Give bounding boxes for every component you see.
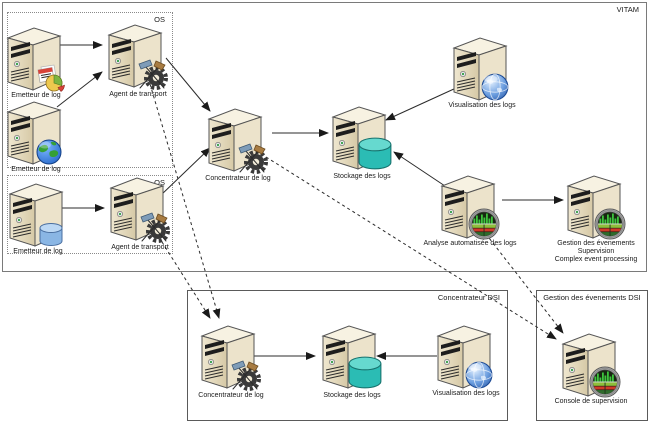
server-with-documents-pie-chart-icon xyxy=(7,27,65,92)
node-emetteur-log-3[interactable]: Emetteur de log xyxy=(0,182,103,256)
server-with-tools-icon xyxy=(208,108,268,174)
server-with-monitoring-gauge-icon xyxy=(441,175,502,240)
server-with-globe-earth-icon xyxy=(7,101,62,165)
node-emetteur-log-2[interactable]: Emetteur de log xyxy=(0,100,101,174)
monitoring-gauge-icon xyxy=(595,209,625,239)
node-console-supervision[interactable]: Console de supervision xyxy=(526,332,650,406)
server-with-monitoring-gauge-icon xyxy=(562,333,623,398)
server-with-tools-icon xyxy=(108,24,168,90)
node-agent-transport-2[interactable]: Agent de transport xyxy=(75,176,205,252)
os-box-label-1: OS xyxy=(152,15,167,24)
node-label: Console de supervision xyxy=(554,398,628,405)
server-with-monitoring-gauge-icon xyxy=(567,175,628,240)
server-with-web-globe-icon xyxy=(437,325,493,389)
node-label: Emetteur de log xyxy=(11,166,61,173)
node-concentrateur-log-dsi[interactable]: Concentrateur de log xyxy=(166,324,296,400)
node-label: Agent de transport xyxy=(111,244,169,251)
globe-earth-icon xyxy=(36,139,62,165)
server-with-storage-icon xyxy=(322,325,382,389)
node-stockage-logs[interactable]: Stockage des logs xyxy=(297,105,427,181)
node-stockage-logs-dsi[interactable]: Stockage des logs xyxy=(287,324,417,400)
node-analyse-logs[interactable]: Analyse automatisée des logs xyxy=(405,174,535,248)
node-label: Emetteur de log xyxy=(13,248,63,255)
storage-cylinder-icon xyxy=(348,356,382,389)
node-label: Visualisation des logs xyxy=(448,102,516,109)
node-label-line3: Complex event processing xyxy=(554,256,638,263)
node-label: Emetteur de log xyxy=(11,92,61,99)
node-label: Concentrateur de log xyxy=(205,175,271,182)
server-with-tools-icon xyxy=(110,177,170,243)
node-visualisation-logs[interactable]: Visualisation des logs xyxy=(417,36,547,110)
storage-cylinder-icon xyxy=(358,137,392,170)
documents-pie-chart-icon xyxy=(37,64,65,92)
vitam-box-label: VITAM xyxy=(614,5,641,14)
node-label: Stockage des logs xyxy=(333,173,391,180)
node-agent-transport-1[interactable]: Agent de transport xyxy=(73,23,203,99)
node-label: Gestion des évenements xyxy=(557,240,635,247)
node-label: Agent de transport xyxy=(109,91,167,98)
server-with-database-icon xyxy=(9,183,63,247)
node-visualisation-logs-dsi[interactable]: Visualisation des logs xyxy=(401,324,531,398)
concentrateur-dsi-box-label: Concentrateur DSI xyxy=(435,293,502,302)
web-globe-icon xyxy=(465,361,493,389)
monitoring-gauge-icon xyxy=(590,367,620,397)
node-label: Analyse automatisée des logs xyxy=(423,240,517,247)
server-with-web-globe-icon xyxy=(453,37,509,101)
gestion-dsi-group-box: Gestion des évenements DSI xyxy=(536,290,648,421)
server-with-tools-icon xyxy=(201,325,261,391)
node-concentrateur-log[interactable]: Concentrateur de log xyxy=(173,107,303,183)
gestion-dsi-box-label: Gestion des évenements DSI xyxy=(543,293,641,302)
node-label: Stockage des logs xyxy=(323,392,381,399)
database-cylinder-icon xyxy=(39,223,63,246)
node-emetteur-log-1[interactable]: Emetteur de log xyxy=(0,26,101,100)
server-with-storage-icon xyxy=(332,106,392,170)
node-label-line2: Supervision xyxy=(577,248,615,255)
monitoring-gauge-icon xyxy=(469,209,499,239)
node-label: Visualisation des logs xyxy=(432,390,500,397)
web-globe-icon xyxy=(481,73,509,101)
node-gestion-evenements[interactable]: Gestion des évenements Supervision Compl… xyxy=(531,174,650,264)
node-label: Concentrateur de log xyxy=(198,392,264,399)
